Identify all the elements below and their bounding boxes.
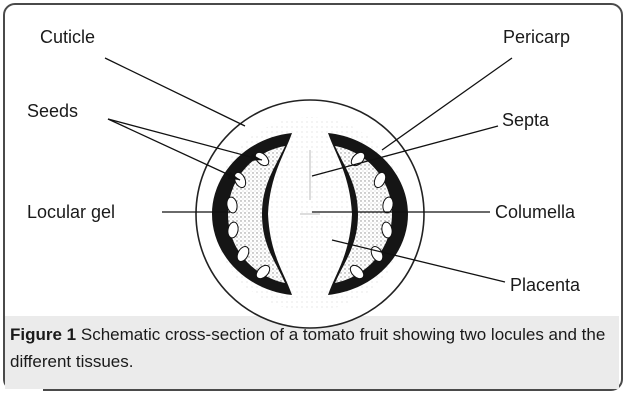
- leader-cuticle: [105, 58, 245, 126]
- figure-caption: Figure 1 Schematic cross-section of a to…: [10, 321, 610, 375]
- caption-text: Schematic cross-section of a tomato frui…: [10, 325, 605, 371]
- label-locular-gel: Locular gel: [27, 202, 115, 222]
- label-seeds: Seeds: [27, 101, 78, 121]
- leader-pericarp: [382, 58, 512, 150]
- label-cuticle: Cuticle: [40, 27, 95, 47]
- label-septa: Septa: [502, 110, 550, 130]
- figure-number: Figure 1: [10, 325, 76, 344]
- label-placenta: Placenta: [510, 275, 581, 295]
- label-pericarp: Pericarp: [503, 27, 570, 47]
- label-columella: Columella: [495, 202, 576, 222]
